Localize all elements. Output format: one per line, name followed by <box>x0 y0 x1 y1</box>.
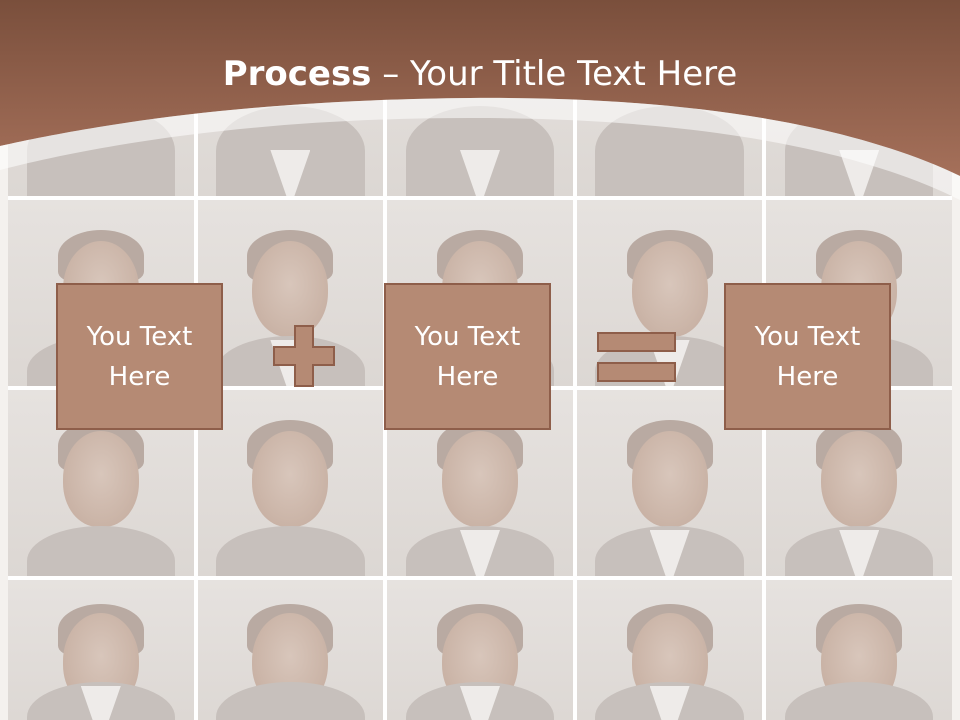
slide-title: Process – Your Title Text Here <box>0 52 960 96</box>
portrait-photo <box>197 390 384 576</box>
portrait-photo <box>576 390 763 576</box>
portrait-photo <box>8 580 194 720</box>
title-bold-part: Process <box>222 54 372 94</box>
process-box-line-2: Here <box>776 361 839 392</box>
process-box-line-1: You Text <box>414 321 521 352</box>
title-rest-part: – Your Title Text Here <box>371 54 738 94</box>
process-box-line-1: You Text <box>754 321 861 352</box>
header-wave-shape <box>0 0 960 200</box>
plus-icon <box>273 325 335 387</box>
portrait-photo <box>197 580 384 720</box>
portrait-photo <box>576 580 763 720</box>
portrait-photo <box>387 580 573 720</box>
process-box-line-1: You Text <box>86 321 193 352</box>
equals-icon <box>597 332 676 382</box>
process-box-line-2: Here <box>436 361 499 392</box>
portrait-photo <box>766 580 952 720</box>
header-band: Process – Your Title Text Here <box>0 0 960 200</box>
process-box-line-2: Here <box>108 361 171 392</box>
